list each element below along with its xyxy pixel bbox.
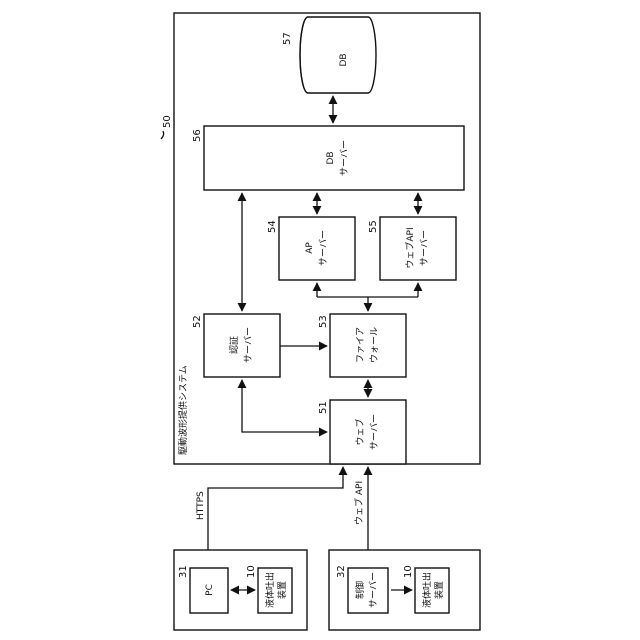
webapi-server-box xyxy=(380,217,456,280)
ctrl-device-line2: 装置 xyxy=(433,581,445,599)
ref-52: 52 xyxy=(192,315,203,328)
auth-server-box xyxy=(204,314,280,377)
ref-54: 54 xyxy=(267,220,278,233)
ref-51: 51 xyxy=(318,401,329,414)
ref-57: 57 xyxy=(282,32,293,45)
ref-56: 56 xyxy=(192,129,203,142)
ctrl-server-line1: 制御 xyxy=(354,581,366,599)
webapi-server-line2: サーバー xyxy=(419,230,430,266)
ap-server-line1: AP xyxy=(305,242,315,254)
auth-server-line1: 認証 xyxy=(228,336,240,354)
ref-10-b: 10 xyxy=(403,565,414,578)
ref-32: 32 xyxy=(336,565,347,578)
ref-53: 53 xyxy=(318,315,329,328)
ctrl-server-box xyxy=(348,568,388,613)
auth-server-line2: サーバー xyxy=(243,327,254,363)
https-label: HTTPS xyxy=(196,491,206,520)
pc-label: PC xyxy=(205,584,215,596)
db-label: DB xyxy=(339,53,349,66)
database-cylinder xyxy=(300,17,376,93)
ref-31: 31 xyxy=(178,565,189,578)
pc-device-line1: 液体吐出 xyxy=(264,572,276,608)
db-server-line1: DB xyxy=(326,151,336,164)
firewall-line1: ファイア xyxy=(356,327,366,363)
ref-leader xyxy=(161,131,164,139)
firewall-box xyxy=(330,314,406,377)
web-server-line2: サーバー xyxy=(369,414,380,450)
webapi-server-line1: ウェブAPI xyxy=(404,227,416,268)
web-server-box xyxy=(330,400,406,464)
ctrl-device-line1: 液体吐出 xyxy=(421,572,433,608)
ref-10-a: 10 xyxy=(246,565,257,578)
ap-server-line2: サーバー xyxy=(318,230,329,266)
ref-50: 50 xyxy=(162,115,173,128)
db-server-line2: サーバー xyxy=(339,140,350,176)
web-server-line1: ウェブ xyxy=(354,418,366,445)
ctrl-server-line2: サーバー xyxy=(368,572,379,608)
firewall-line2: ウォール xyxy=(369,327,380,363)
pc-device-line2: 装置 xyxy=(276,581,288,599)
webapi-label: ウェブ API xyxy=(353,481,365,525)
system-label: 駆動波形提供システム xyxy=(177,365,189,455)
ap-server-box xyxy=(279,217,355,280)
ref-55: 55 xyxy=(368,220,379,233)
